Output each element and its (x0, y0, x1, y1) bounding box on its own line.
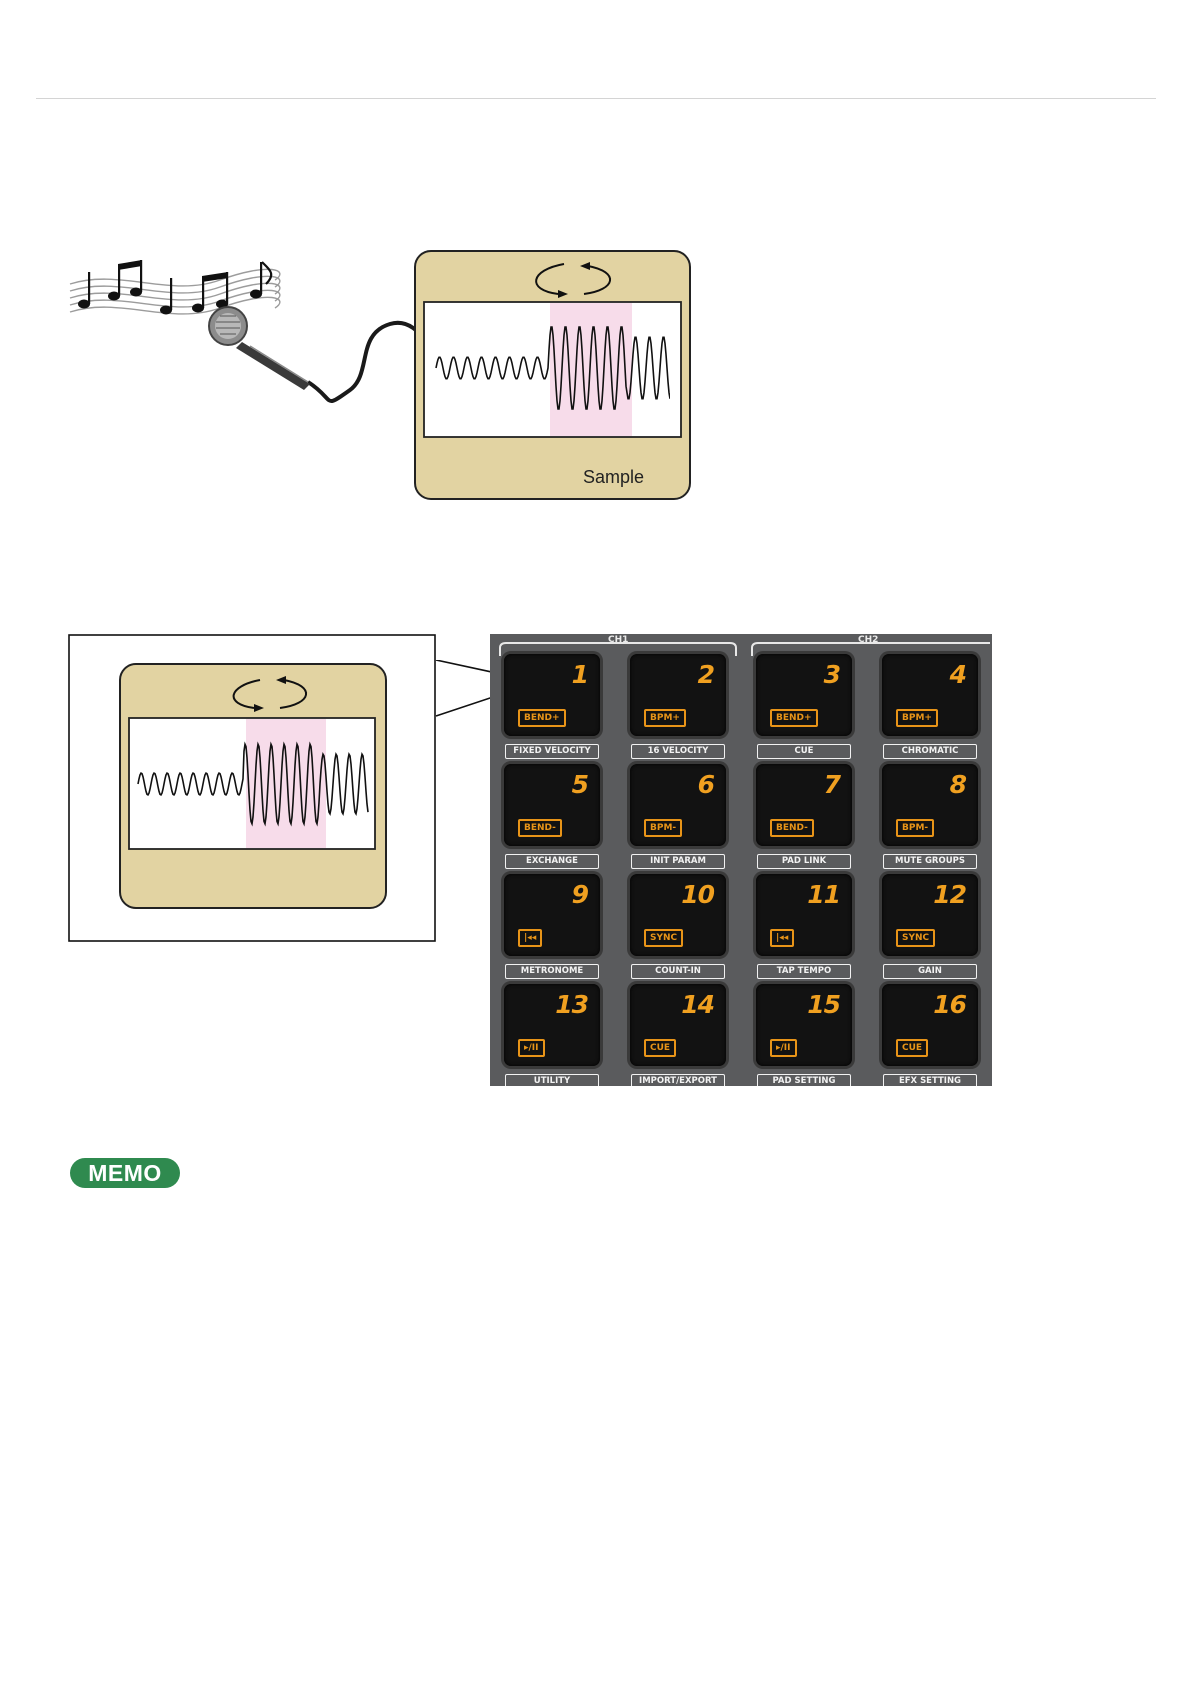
pad-callout-illustration (68, 634, 436, 942)
pad-function-label: ▸/II (518, 1039, 545, 1057)
pad-shift-label: EFX SETTING (883, 1074, 977, 1086)
pad-shift-label: TAP TEMPO (757, 964, 851, 979)
pad-function-label: BEND+ (518, 709, 566, 727)
ch2-label: CH2 (858, 635, 879, 645)
pad-shift-label: METRONOME (505, 964, 599, 979)
pad-shift-label: CHROMATIC (883, 744, 977, 759)
pad-function-label: BEND- (770, 819, 814, 837)
pad-15[interactable]: 15 ▸/II (756, 984, 852, 1066)
pad-number: 2 (697, 660, 715, 689)
pad-function-label: CUE (896, 1039, 929, 1057)
pad-shift-label: IMPORT/EXPORT (631, 1074, 725, 1086)
pad-number: 11 (807, 880, 841, 909)
microphone-icon (208, 306, 310, 390)
pad-shift-label: COUNT-IN (631, 964, 725, 979)
pad-group-brackets (499, 642, 990, 656)
pad-number: 1 (571, 660, 589, 689)
pad-number: 14 (681, 990, 715, 1019)
pad-function-label: ▸/II (770, 1039, 797, 1057)
pad-function-label: BPM+ (644, 709, 686, 727)
pad-function-label: |◂◂ (518, 929, 543, 947)
pad-shift-label: FIXED VELOCITY (505, 744, 599, 759)
pad-function-label: BEND- (518, 819, 562, 837)
header-divider (36, 98, 1156, 99)
pad-number: 10 (681, 880, 715, 909)
pad-function-label: BPM- (644, 819, 683, 837)
pad-number: 6 (697, 770, 715, 799)
pad-9[interactable]: 9 |◂◂ (504, 874, 600, 956)
pad-11[interactable]: 11 |◂◂ (756, 874, 852, 956)
pad-number: 4 (949, 660, 967, 689)
pad-function-label: |◂◂ (770, 929, 795, 947)
pad-13[interactable]: 13 ▸/II (504, 984, 600, 1066)
pad-shift-label: CUE (757, 744, 851, 759)
pad-number: 5 (571, 770, 589, 799)
sample-label: Sample (583, 467, 644, 487)
pad-shift-label: PAD SETTING (757, 1074, 851, 1086)
pad-number: 3 (823, 660, 841, 689)
pad-number: 12 (933, 880, 967, 909)
sampling-illustration: Sample (69, 250, 691, 500)
pad-function-label: SYNC (644, 929, 684, 947)
pad-number: 7 (823, 770, 841, 799)
pad-number: 8 (949, 770, 967, 799)
pad-function-label: CUE (644, 1039, 677, 1057)
pad-number: 16 (933, 990, 967, 1019)
pad-shift-label: MUTE GROUPS (883, 854, 977, 869)
pad-number: 15 (807, 990, 841, 1019)
pad-function-label: BPM+ (896, 709, 938, 727)
pad-function-label: SYNC (896, 929, 936, 947)
pad-number: 13 (555, 990, 589, 1019)
loop-arrows-icon (535, 262, 611, 298)
pad-function-label: BEND+ (770, 709, 818, 727)
pad-shift-label: UTILITY (505, 1074, 599, 1086)
pad-shift-label: EXCHANGE (505, 854, 599, 869)
pad-shift-label: GAIN (883, 964, 977, 979)
memo-badge: MEMO (70, 1158, 180, 1188)
ch1-label: CH1 (608, 635, 629, 645)
pad-number: 9 (571, 880, 589, 909)
pad-function-label: BPM- (896, 819, 935, 837)
loop-arrows-icon (232, 676, 307, 712)
music-notes-icon (69, 260, 281, 315)
pad-shift-label: PAD LINK (757, 854, 851, 869)
pad-shift-label: INIT PARAM (631, 854, 725, 869)
pad-shift-label: 16 VELOCITY (631, 744, 725, 759)
